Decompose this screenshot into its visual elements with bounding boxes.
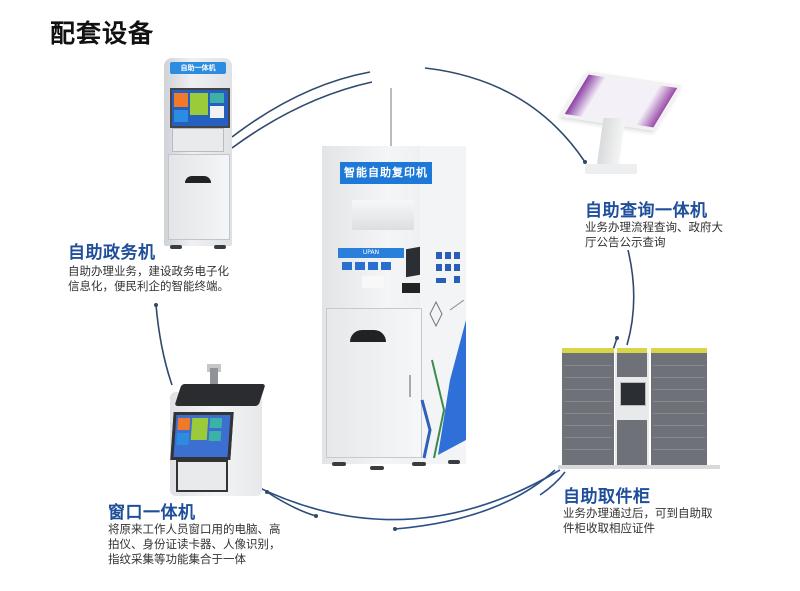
locker-door-line: [564, 401, 612, 402]
copier-sign: 智能自助复印机: [340, 162, 432, 184]
locker-door-line: [653, 425, 705, 426]
locker-door-line: [653, 437, 705, 438]
screen-tile: [210, 93, 224, 103]
locker-door-line: [653, 413, 705, 414]
arc-dot: [265, 490, 269, 494]
copier-display: [362, 276, 384, 288]
locker-door-line: [653, 401, 705, 402]
locker-door-line: [564, 377, 612, 378]
locker-door-line: [564, 413, 612, 414]
arc-dot: [615, 336, 619, 340]
arc-right: [626, 249, 635, 346]
arc-left: [155, 304, 173, 386]
window-machine-drawer: [176, 460, 228, 492]
locker-door-line: [653, 449, 705, 450]
device-desc-locker: 业务办理通过后，可到自助取 件柜收取相应证件: [563, 506, 713, 536]
locker-header: [651, 348, 707, 354]
locker-header: [617, 348, 647, 354]
card-slot: [406, 246, 420, 278]
locker-column: [562, 353, 614, 465]
arc-dot: [154, 303, 158, 307]
locker-column: [651, 353, 707, 465]
copier-side-decoration: [420, 300, 466, 459]
desc-line: 信息化，便民利企的智能终端。: [68, 279, 229, 293]
desc-line: 厅公告公示查询: [585, 235, 666, 249]
arc-dot: [393, 527, 397, 531]
screen-tile: [174, 110, 188, 122]
desc-line: 拍仪、身份证读卡器、人像识别，: [108, 537, 281, 551]
window-machine-top: [174, 384, 266, 406]
device-desc-window: 将原来工作人员窗口用的电脑、高 拍仪、身份证读卡器、人像识别， 指纹采集等功能集…: [108, 522, 281, 567]
copier-foot: [412, 462, 426, 466]
camera-arm: [210, 368, 218, 398]
locker-door-line: [564, 449, 612, 450]
kiosk-foot: [170, 245, 182, 249]
arc-bottom-outer: [239, 469, 561, 521]
locker-cell: [617, 353, 647, 377]
kiosk-door: [168, 154, 230, 240]
device-title-window: 窗口一体机: [108, 503, 196, 523]
arc-top-left-inner: [231, 81, 373, 149]
locker-cell: [617, 420, 647, 465]
desc-line: 业务办理通过后，可到自助取: [563, 506, 713, 520]
desc-line: 自助办理业务，建设政务电子化: [68, 264, 229, 278]
arc-dot: [314, 514, 318, 518]
screen-tile: [210, 106, 224, 118]
arc-top-left-outer: [231, 71, 371, 138]
side-icons: [436, 252, 460, 296]
window-machine-screen: [170, 412, 234, 460]
kiosk-slot: [172, 128, 224, 152]
desc-line: 将原来工作人员窗口用的电脑、高: [108, 522, 281, 536]
copier-button: [368, 262, 378, 270]
copier-foot: [332, 462, 346, 466]
card-reader: [402, 283, 420, 293]
kiosk-tray: [185, 176, 211, 183]
door-handle: [409, 375, 411, 397]
page-title: 配套设备: [50, 19, 155, 48]
locker-header: [562, 348, 614, 354]
copier-button: [355, 262, 365, 270]
arc-bottom-right-low: [539, 471, 566, 496]
desc-line: 业务办理流程查询、政府大: [585, 220, 723, 234]
antenna: [390, 88, 392, 146]
locker-door-line: [564, 389, 612, 390]
copier-scan-window: [352, 200, 414, 230]
device-title-locker: 自助取件柜: [563, 487, 651, 507]
arc-bottom-left-short: [266, 491, 317, 517]
screen-tile: [174, 93, 188, 107]
device-title-gov-affairs: 自助政务机: [68, 243, 156, 263]
arc-bottom-right-inner: [394, 469, 556, 530]
locker-door-line: [653, 365, 705, 366]
locker-door-line: [564, 365, 612, 366]
locker-door-line: [653, 389, 705, 390]
locker-door-line: [653, 377, 705, 378]
device-desc-gov-affairs: 自助办理业务，建设政务电子化 信息化，便民利企的智能终端。: [68, 264, 229, 294]
device-desc-query: 业务办理流程查询、政府大 厅公告公示查询: [585, 220, 723, 250]
kiosk-sign: 自助一体机: [170, 62, 226, 74]
device-title-query: 自助查询一体机: [585, 201, 708, 221]
desc-line: 指纹采集等功能集合于一体: [108, 552, 246, 566]
locker-base: [558, 465, 720, 469]
copier-foot: [370, 466, 384, 470]
query-base: [585, 164, 637, 174]
locker-door-line: [564, 437, 612, 438]
locker-door-line: [564, 425, 612, 426]
kiosk-foot: [214, 245, 226, 249]
copier-button: [342, 262, 352, 270]
arc-dot: [583, 160, 587, 164]
screen-tile: [190, 93, 208, 115]
arc-top-right: [424, 67, 586, 163]
copier-foot: [448, 460, 460, 464]
copier-panel: UPAN: [338, 248, 404, 258]
kiosk-screen: [170, 88, 230, 128]
copier-button: [381, 262, 391, 270]
locker-screen: [620, 382, 646, 406]
desc-line: 件柜收取相应证件: [563, 521, 655, 535]
copier-output-tray: [350, 330, 386, 342]
